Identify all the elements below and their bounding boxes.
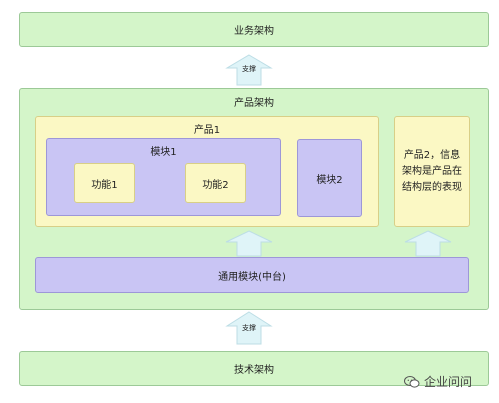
common-module-label: 通用模块(中台) <box>218 271 286 283</box>
watermark: 企业问问 <box>404 373 472 390</box>
common-module-box: 通用模块(中台) <box>35 257 469 293</box>
wechat-icon <box>404 375 420 388</box>
feature2-box: 功能2 <box>185 163 246 203</box>
product2-label: 产品2，信息架构是产品在结构层的表现 <box>402 149 462 193</box>
business-architecture-box: 业务架构 <box>19 12 489 47</box>
technical-architecture-box: 技术架构 <box>19 351 489 386</box>
support-arrow-product2 <box>404 230 452 257</box>
module2-label: 模块2 <box>316 174 343 186</box>
module1-label: 模块1 <box>150 147 177 158</box>
support-arrow-top-label: 支撑 <box>242 65 256 73</box>
support-arrow-bottom <box>225 311 273 345</box>
technical-architecture-label: 技术架构 <box>234 365 274 376</box>
feature1-box: 功能1 <box>74 163 135 203</box>
business-architecture-label: 业务架构 <box>234 26 274 37</box>
product2-box: 产品2，信息架构是产品在结构层的表现 <box>394 116 470 227</box>
product1-label: 产品1 <box>193 125 221 136</box>
support-arrow-product1 <box>225 230 273 257</box>
support-arrow-bottom-label: 支撑 <box>242 324 256 332</box>
feature1-label: 功能1 <box>91 179 118 191</box>
feature2-label: 功能2 <box>202 179 229 191</box>
watermark-label: 企业问问 <box>424 375 473 389</box>
module2-box: 模块2 <box>297 139 362 217</box>
product-architecture-label: 产品架构 <box>234 98 274 109</box>
support-arrow-top <box>225 54 273 86</box>
